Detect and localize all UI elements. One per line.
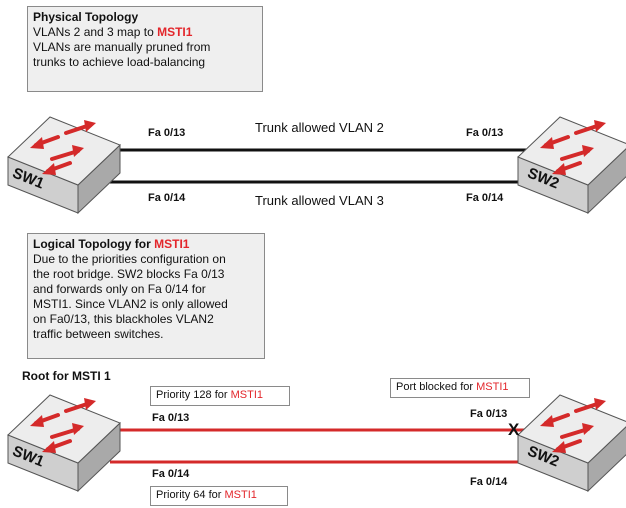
priority-64-callout: Priority 64 for MSTI1 bbox=[150, 486, 288, 506]
logical-topology-line5: on Fa0/13, this blackholes VLAN2 bbox=[33, 312, 214, 326]
physical-sw2-port-bottom: Fa 0/14 bbox=[466, 192, 504, 204]
logical-sw2-port-bottom: Fa 0/14 bbox=[470, 476, 508, 488]
physical-topology-line3: trunks to achieve load-balancing bbox=[33, 55, 206, 69]
trunk-vlan3-label: Trunk allowed VLAN 3 bbox=[255, 193, 384, 208]
logical-sw2-port-top: Fa 0/13 bbox=[470, 408, 508, 420]
port-blocked-callout: Port blocked for MSTI1 bbox=[390, 378, 530, 398]
physical-topology-box: Physical Topology VLANs 2 and 3 map to M… bbox=[27, 6, 263, 92]
physical-sw1-port-bottom: Fa 0/14 bbox=[148, 192, 186, 204]
switch-icon bbox=[6, 115, 122, 215]
logical-topology-title: Logical Topology for MSTI1 bbox=[33, 237, 190, 251]
physical-sw2-port-top: Fa 0/13 bbox=[466, 127, 504, 139]
root-label: Root for MSTI 1 bbox=[22, 369, 111, 383]
blocked-port-icon: X bbox=[508, 420, 520, 439]
physical-sw1-port-top: Fa 0/13 bbox=[148, 127, 186, 139]
physical-topology-line2: VLANs are manually pruned from bbox=[33, 40, 211, 54]
logical-topology-line3: and forwards only on Fa 0/14 for bbox=[33, 282, 206, 296]
logical-topology-line6: traffic between switches. bbox=[33, 327, 164, 341]
switch-icon bbox=[6, 393, 122, 493]
physical-topology-line1: VLANs 2 and 3 map to MSTI1 bbox=[33, 25, 193, 39]
logical-topology-line4: MSTI1. Since VLAN2 is only allowed bbox=[33, 297, 228, 311]
logical-topology-line2: the root bridge. SW2 blocks Fa 0/13 bbox=[33, 267, 225, 281]
logical-topology-box: Logical Topology for MSTI1 Due to the pr… bbox=[27, 233, 265, 359]
priority-128-callout: Priority 128 for MSTI1 bbox=[150, 386, 290, 406]
physical-topology-title: Physical Topology bbox=[33, 10, 139, 24]
logical-topology-line1: Due to the priorities configuration on bbox=[33, 252, 226, 266]
trunk-vlan2-label: Trunk allowed VLAN 2 bbox=[255, 120, 384, 135]
logical-sw1-port-top: Fa 0/13 bbox=[152, 412, 190, 424]
logical-sw1-port-bottom: Fa 0/14 bbox=[152, 468, 190, 480]
